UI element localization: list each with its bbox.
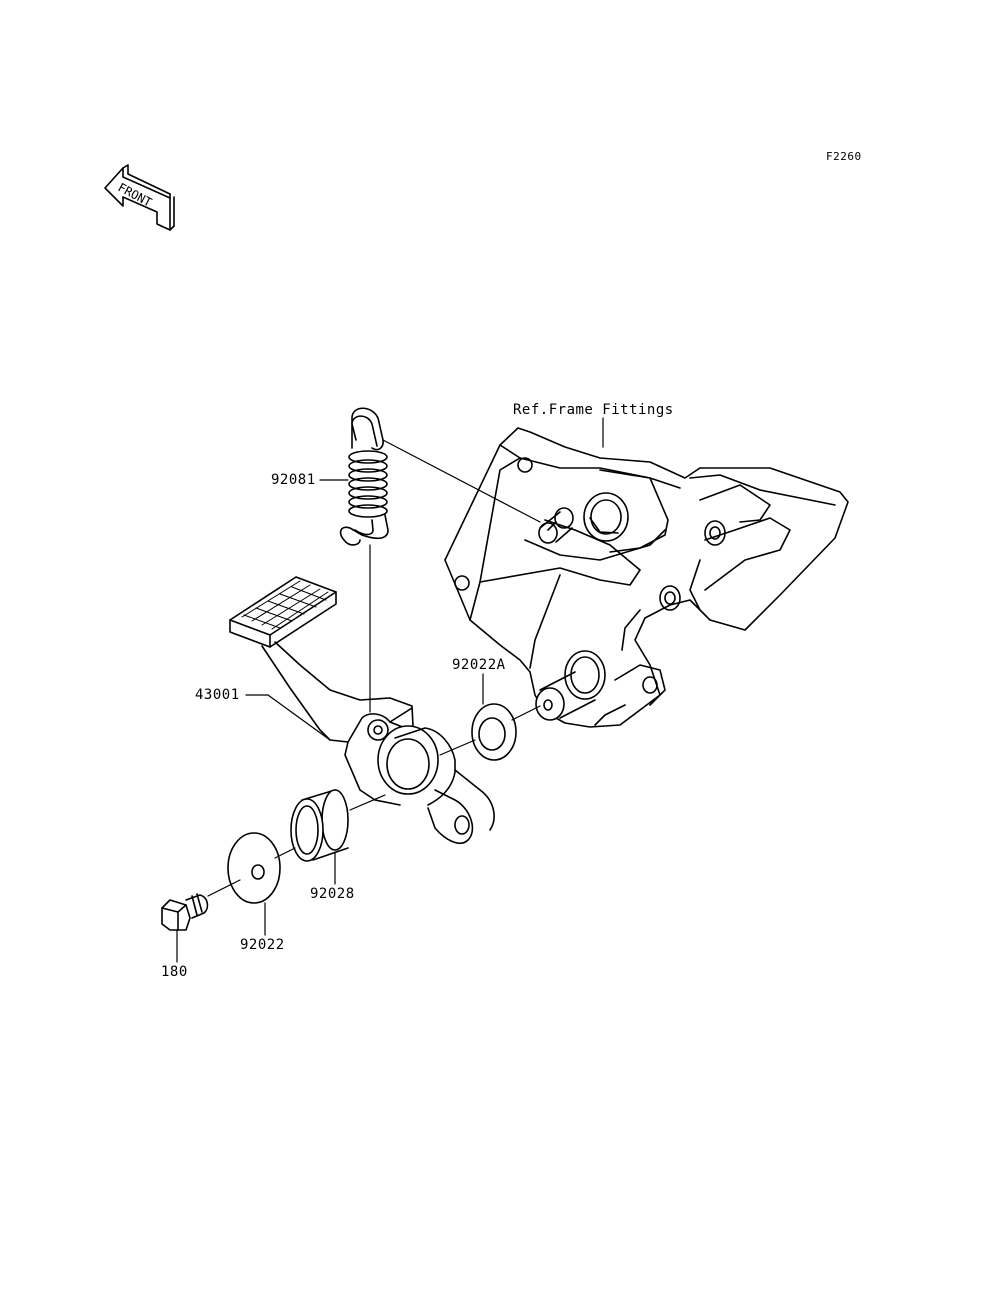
assembly-lines bbox=[208, 440, 540, 896]
bushing-drawing bbox=[291, 790, 348, 861]
part-label-92081: 92081 bbox=[271, 472, 316, 488]
part-label-92022: 92022 bbox=[240, 937, 285, 953]
part-label-43001: 43001 bbox=[195, 687, 240, 703]
part-label-92028: 92028 bbox=[310, 886, 355, 902]
frame-fitting-drawing bbox=[445, 428, 848, 727]
figure-code: F2260 bbox=[826, 150, 862, 163]
washer-92022a-drawing bbox=[472, 704, 516, 760]
front-arrow-icon: FRONT bbox=[105, 165, 174, 230]
part-label-180: 180 bbox=[161, 964, 188, 980]
bolt-drawing bbox=[162, 894, 207, 930]
ref-frame-fittings-label: Ref.Frame Fittings bbox=[513, 402, 674, 418]
brake-pedal-drawing bbox=[230, 577, 494, 843]
washer-92022-drawing bbox=[228, 833, 280, 903]
part-label-92022a: 92022A bbox=[452, 657, 506, 673]
leader-lines bbox=[177, 418, 603, 962]
spring-drawing bbox=[341, 408, 388, 545]
